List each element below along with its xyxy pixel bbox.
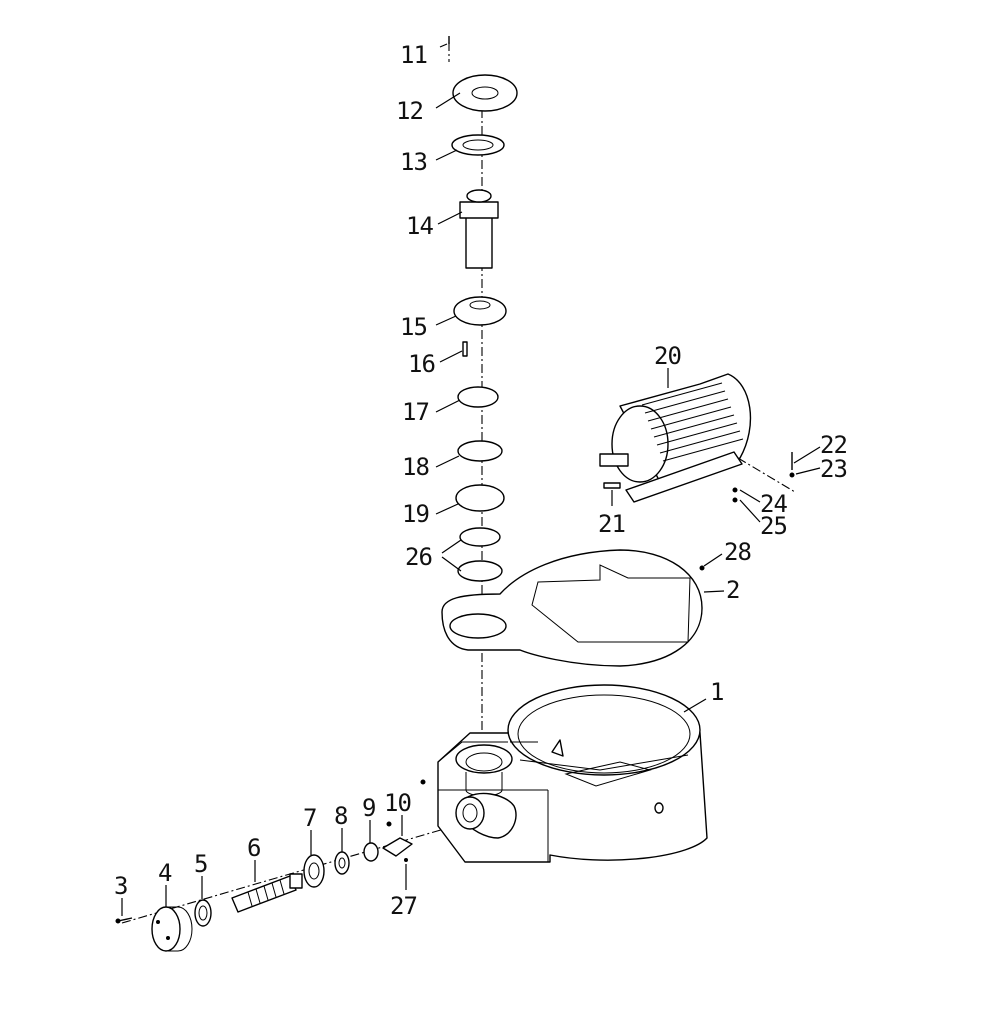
part-27-pin [404, 858, 408, 862]
motor-mount-axis [737, 457, 796, 493]
callout-label-19: 19 [402, 500, 429, 528]
callout-leaders [121, 43, 821, 916]
callout-label-12: 12 [396, 97, 423, 125]
part-8-spacer [334, 851, 350, 875]
callout-label-20: 20 [654, 342, 681, 370]
callout-label-15: 15 [400, 313, 427, 341]
part-28-screw [699, 565, 705, 571]
part-17-bearing [457, 386, 499, 408]
callout-label-28: 28 [724, 538, 751, 566]
callout-label-3: 3 [114, 872, 127, 900]
callout-label-5: 5 [194, 850, 207, 878]
part-16-key [462, 341, 468, 357]
part-3-screw [115, 917, 133, 924]
part-9-gear [363, 842, 379, 862]
callout-label-26: 26 [405, 543, 432, 571]
callout-label-22: 22 [820, 431, 847, 459]
part-14-spindle-sleeve [459, 189, 499, 269]
callout-label-2: 2 [726, 576, 739, 604]
callout-label-27: 27 [390, 892, 417, 920]
callout-label-8: 8 [334, 802, 347, 830]
part-13-bearing [451, 134, 505, 156]
callout-label-6: 6 [247, 834, 260, 862]
callout-label-11: 11 [400, 41, 427, 69]
part-5-bearing [194, 899, 212, 927]
part-7-bearing [303, 854, 325, 888]
callout-label-25: 25 [760, 512, 787, 540]
part-4-end-cap [151, 906, 193, 952]
part-26-spacer-rings [457, 527, 503, 582]
callout-labels: 1 2 3 4 5 6 7 8 9 10 11 12 13 14 15 16 1… [114, 41, 848, 920]
part-23-washer [789, 472, 795, 478]
callout-label-9: 9 [362, 794, 375, 822]
part-2-cover-plate [441, 549, 703, 667]
callout-label-23: 23 [820, 455, 847, 483]
part-24-nut [732, 487, 738, 493]
callout-label-4: 4 [158, 859, 172, 887]
part-1-gear-housing [420, 684, 708, 863]
callout-label-7: 7 [303, 804, 316, 832]
part-21-key [603, 482, 621, 489]
part-25-washer [732, 497, 738, 503]
part-19-bearing [455, 484, 505, 512]
part-20-motor [599, 373, 752, 503]
callout-label-18: 18 [402, 453, 429, 481]
part-18-washer [457, 440, 503, 462]
callout-label-1: 1 [710, 678, 723, 706]
callout-label-13: 13 [400, 148, 427, 176]
callout-label-24: 24 [760, 490, 787, 518]
part-6-worm-shaft [231, 873, 303, 913]
part-12-flange-plate [452, 74, 518, 112]
callout-label-21: 21 [598, 510, 625, 538]
part-15-gear [453, 296, 507, 326]
callout-label-16: 16 [408, 350, 435, 378]
callout-label-10: 10 [384, 789, 411, 817]
part-10-coupling [382, 821, 413, 857]
callout-label-17: 17 [402, 398, 429, 426]
callout-label-14: 14 [406, 212, 433, 240]
